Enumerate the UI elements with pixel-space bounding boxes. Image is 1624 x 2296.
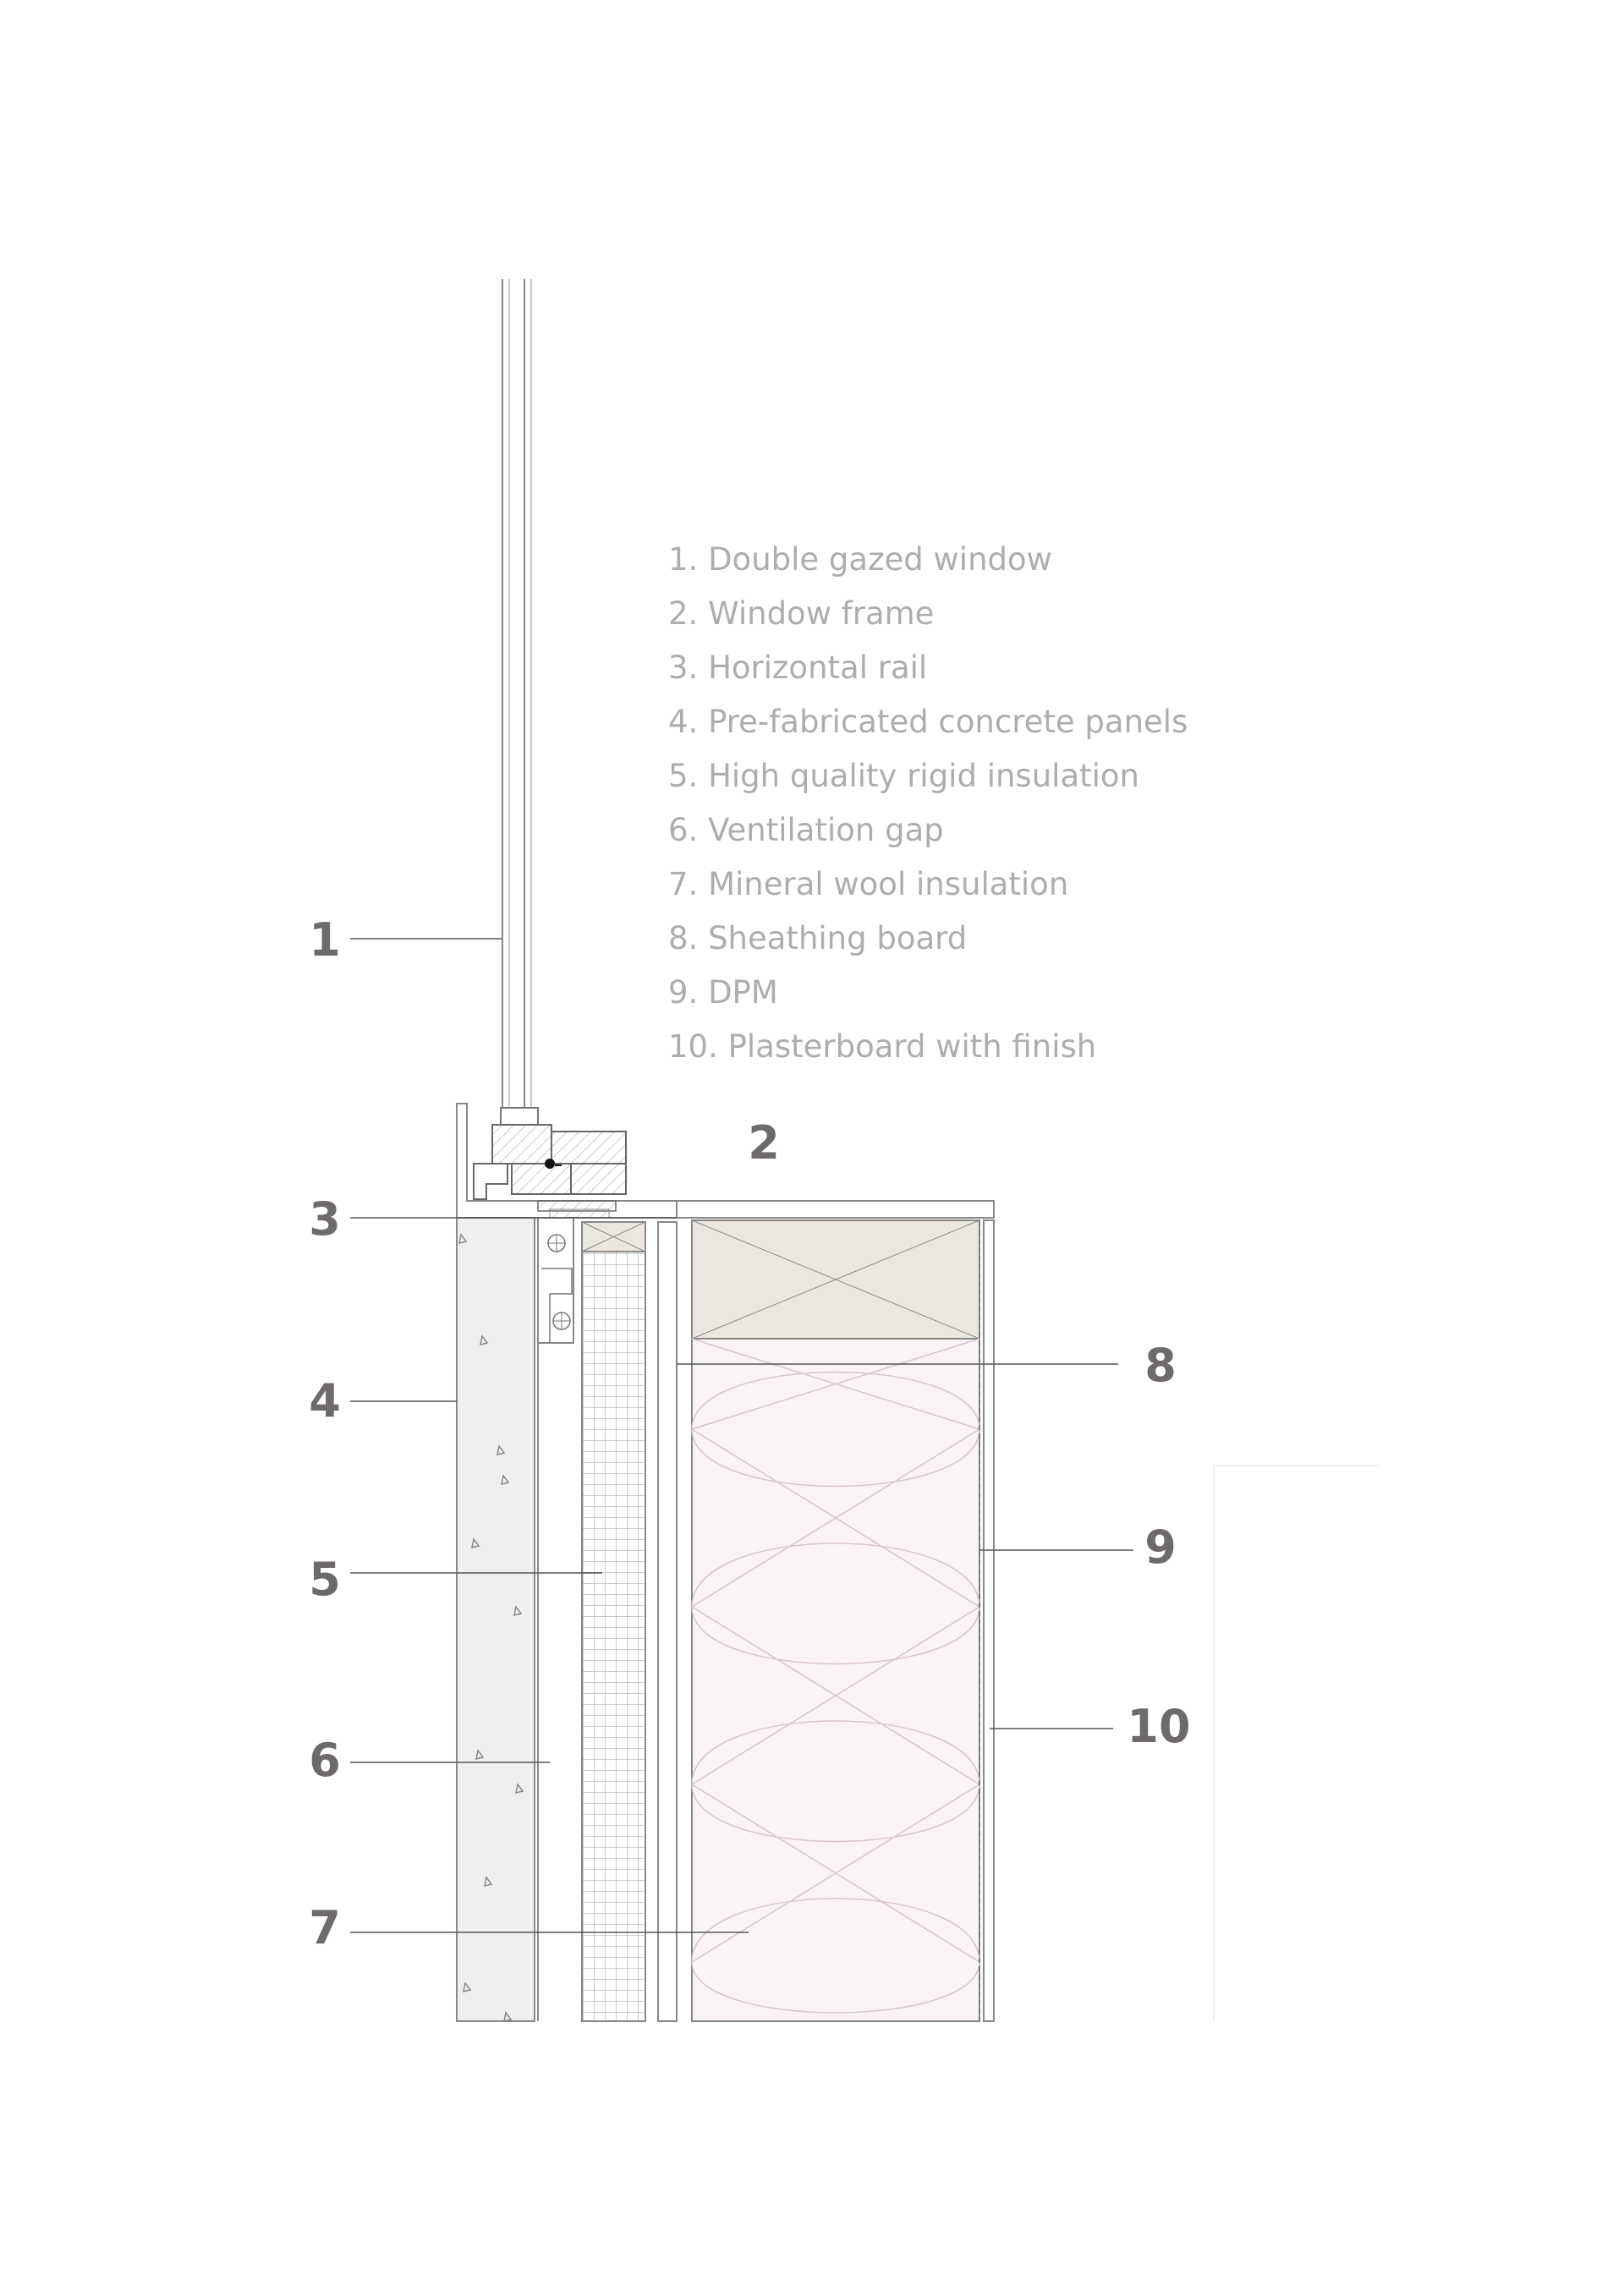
outline-box: [1213, 1465, 1379, 2021]
timber-header: [691, 1219, 980, 1340]
legend-item: 8. Sheathing board: [668, 920, 968, 956]
callout-9: 9: [1144, 1521, 1177, 1574]
callout-10: 10: [1127, 1700, 1191, 1753]
legend-item: 3. Horizontal rail: [668, 649, 928, 686]
legend: 1. Double gazed window 2. Window frame 3…: [668, 533, 1188, 1074]
legend-item: 5. High quality rigid insulation: [668, 758, 1139, 794]
concrete-aggregate-marks: [458, 1233, 524, 2023]
sheathing-board: [657, 1221, 678, 2022]
callout-3: 3: [309, 1192, 341, 1246]
callout-6: 6: [309, 1734, 341, 1787]
rigid-insulation: [581, 1251, 646, 2022]
callout-2: 2: [748, 1116, 780, 1170]
window-frame-icon: [456, 1103, 995, 1219]
bracket-icon: [537, 1208, 610, 1344]
callout-7: 7: [309, 1901, 341, 1954]
window-glazing-icon: [502, 279, 532, 1108]
mineral-wool-insulation: [691, 1338, 980, 2022]
callout-8: 8: [1144, 1339, 1177, 1392]
legend-item: 7. Mineral wool insulation: [668, 866, 1069, 902]
timber-stud-icon: [581, 1221, 646, 1252]
callout-5: 5: [309, 1553, 341, 1606]
callout-4: 4: [309, 1374, 341, 1427]
legend-item: 9. DPM: [668, 974, 778, 1011]
legend-item: 2. Window frame: [668, 595, 935, 632]
callout-1: 1: [309, 913, 341, 967]
legend-item: 1. Double gazed window: [668, 541, 1052, 578]
legend-item: 6. Ventilation gap: [668, 812, 944, 848]
plasterboard: [983, 1219, 995, 2022]
legend-item: 4. Pre-fabricated concrete panels: [668, 704, 1188, 740]
concrete-panel: [456, 1217, 535, 2022]
leader-lines: [350, 938, 1133, 1933]
legend-item: 10. Plasterboard with finish: [668, 1028, 1097, 1065]
